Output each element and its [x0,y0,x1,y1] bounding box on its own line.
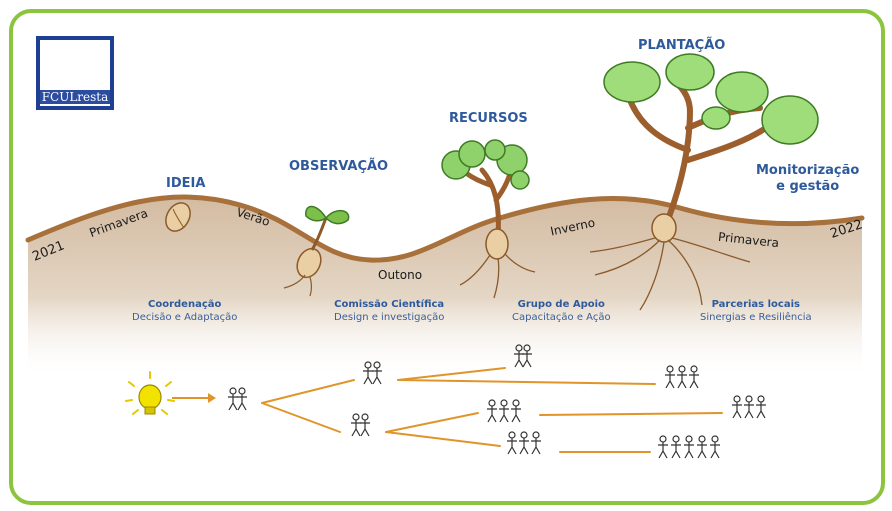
group-apoio: Grupo de Apoio Capacitação e Ação [512,298,611,324]
group-title: Coordenação [148,299,222,310]
group-subtitle: Decisão e Adaptação [132,312,238,323]
person-icon [363,361,373,385]
person-icon [658,435,668,459]
large-tree-icon [589,53,819,311]
person-icon [689,365,699,389]
person-icon [710,435,720,459]
group-subtitle: Design e investigação [334,312,445,323]
person-icon [499,399,509,423]
group-title: Comissão Científica [334,299,445,310]
group-title: Grupo de Apoio [517,299,605,310]
stage-recursos: RECURSOS [449,111,528,126]
group-parcerias: Parcerias locais Sinergias e Resiliência [700,298,812,324]
person-icon [487,399,497,423]
person-icon [756,395,766,419]
soil [28,197,862,380]
person-icon [665,365,675,389]
person-icon [744,395,754,419]
person-icon [372,361,382,385]
ground-line [25,194,865,263]
person-icon [519,431,529,455]
person-icon [228,387,238,411]
person-icon [732,395,742,419]
person-icon [360,413,370,437]
stage-plantacao: PLANTAÇÃO [638,38,726,53]
person-icon [351,413,361,437]
group-subtitle: Capacitação e Ação [512,312,611,323]
stage-monitorizacao-line2: e gestão [776,179,840,194]
person-icon [237,387,247,411]
group-coordenacao: Coordenação Decisão e Adaptação [132,298,237,324]
group-comissao: Comissão Científica Design e investigaçã… [334,298,444,324]
logo-text: FCULresta [40,90,110,104]
person-icon [522,344,532,368]
stage-monitorizacao: Monitorização e gestão [756,163,859,195]
person-icon [531,431,541,455]
young-tree-icon [441,139,536,299]
group-subtitle: Sinergias e Resiliência [700,312,812,323]
person-icon [684,435,694,459]
stage-monitorizacao-line1: Monitorização [756,163,860,178]
person-icon [511,399,521,423]
person-icon [677,365,687,389]
group-title: Parcerias locais [711,299,800,310]
lightbulb-icon [125,371,175,415]
person-icon [697,435,707,459]
person-icon [507,431,517,455]
seed-icon [165,202,191,232]
person-icon [671,435,681,459]
person-icon [514,344,524,368]
stage-observacao: OBSERVAÇÃO [289,159,389,174]
people-network [228,344,766,459]
network-lines [261,367,723,453]
sprout-icon [283,205,350,297]
season-outono: Outono [378,268,423,282]
stage-ideia: IDEIA [166,176,206,191]
fculresta-logo[interactable]: FCULresta [36,36,114,110]
